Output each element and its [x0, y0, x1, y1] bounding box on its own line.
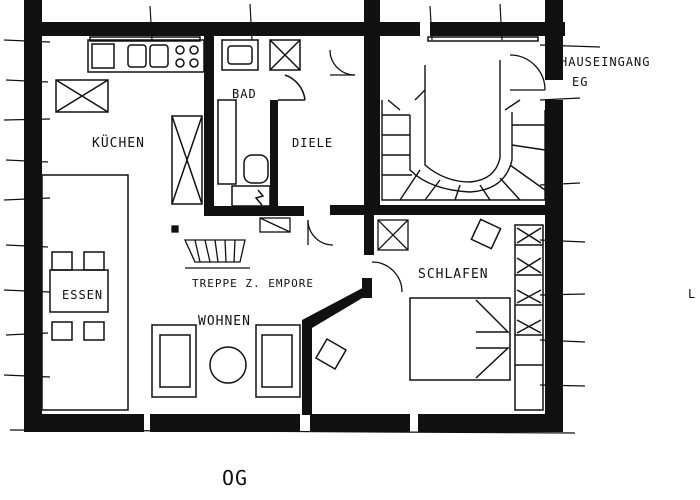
living-furniture: [151, 324, 348, 398]
label-stairs: TREPPE Z. EMPORE: [192, 277, 314, 290]
label-kitchen: KÜCHEN: [92, 134, 145, 151]
label-dining: ESSEN: [62, 288, 103, 302]
door-swings: [259, 49, 546, 293]
plan-title: OG: [222, 466, 248, 490]
label-bedroom: SCHLAFEN: [418, 267, 489, 282]
stairs-to-gallery: [171, 225, 250, 269]
interior-walls: [204, 0, 545, 415]
dining-furniture: [41, 174, 129, 411]
label-entrance-level: EG: [572, 75, 588, 89]
label-bath: BAD: [232, 87, 257, 101]
kitchen-fixtures: [55, 39, 205, 205]
label-entrance: HAUSEINGANG: [560, 55, 650, 69]
bath-fixtures: [217, 39, 306, 207]
staircase-top: [381, 60, 546, 201]
windows: [89, 36, 544, 411]
outer-walls: [24, 0, 565, 432]
label-living: WOHNEN: [198, 314, 251, 329]
margin-ticks: [3, 3, 601, 434]
label-hall: DIELE: [292, 136, 333, 150]
room-labels: KÜCHEN BAD DIELE ESSEN TREPPE Z. EMPORE …: [62, 55, 700, 490]
margin-mark: L ∨: [688, 287, 700, 301]
bedroom-furniture: [409, 218, 511, 381]
